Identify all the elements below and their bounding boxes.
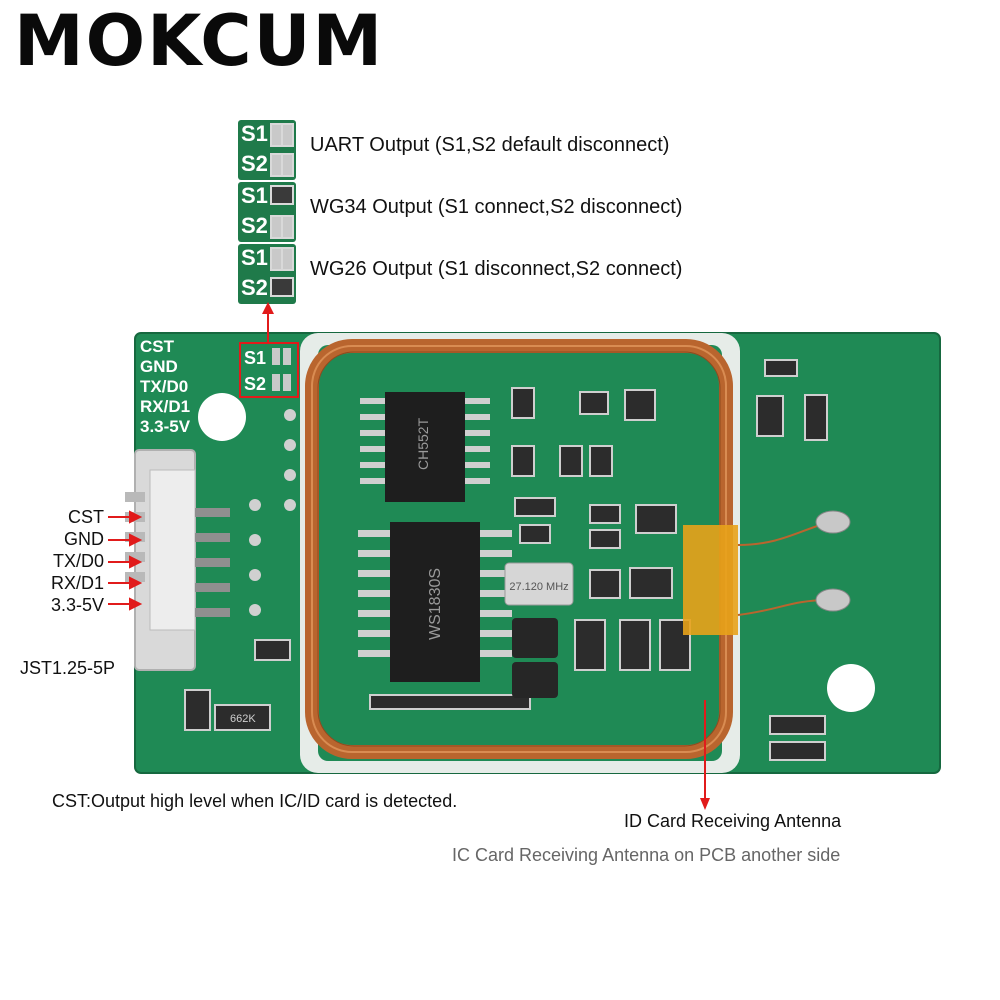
mode-wg26-text: WG26 Output (S1 disconnect,S2 connect) (310, 258, 683, 280)
s1-label: S1 (241, 121, 268, 146)
antenna-sub-label: IC Card Receiving Antenna on PCB another… (452, 845, 841, 865)
s1-label: S1 (241, 183, 268, 208)
connector-name: JST1.25-5P (20, 658, 116, 678)
svg-text:S1: S1 (244, 348, 266, 368)
pin-cst-label: CST (68, 507, 104, 527)
svg-text:662K: 662K (230, 713, 256, 725)
svg-text:CH552T: CH552T (415, 417, 431, 470)
pin-tx-label: TX/D0 (52, 551, 104, 571)
antenna-label: ID Card Receiving Antenna (624, 811, 842, 831)
jumper-wg26-icon: S1 S2 (238, 244, 296, 304)
svg-text:RX/D1: RX/D1 (140, 397, 190, 416)
pin-vcc-label: 3.3-5V (50, 595, 104, 615)
svg-text:3.3-5V: 3.3-5V (140, 417, 191, 436)
svg-text:TX/D0: TX/D0 (140, 377, 188, 396)
mode-wg26: S1 S2 WG26 Output (S1 disconnect,S2 conn… (238, 244, 758, 304)
svg-text:27.120 MHz: 27.120 MHz (509, 581, 568, 593)
svg-text:WS1830S: WS1830S (427, 568, 444, 640)
pin-gnd-label: GND (64, 529, 104, 549)
mode-uart-text: UART Output (S1,S2 default disconnect) (310, 134, 670, 156)
s1-label: S1 (241, 245, 268, 270)
svg-text:S2: S2 (244, 374, 266, 394)
s2-label: S2 (241, 151, 268, 176)
svg-text:GND: GND (140, 357, 178, 376)
jumper-uart-icon: S1 S2 (238, 120, 296, 180)
mode-uart: S1 S2 UART Output (S1,S2 default disconn… (238, 120, 758, 180)
cst-note: CST:Output high level when IC/ID card is… (52, 791, 458, 811)
mode-wg34: S1 S2 WG34 Output (S1 connect,S2 disconn… (238, 182, 758, 242)
svg-text:CST: CST (140, 337, 175, 356)
pin-rx-label: RX/D1 (50, 573, 104, 593)
mode-wg34-text: WG34 Output (S1 connect,S2 disconnect) (310, 196, 683, 218)
jumper-wg34-icon: S1 S2 (238, 182, 296, 242)
s2-label: S2 (241, 275, 268, 300)
brand-logo: MOKCUM (14, 0, 385, 82)
s2-label: S2 (241, 213, 268, 238)
